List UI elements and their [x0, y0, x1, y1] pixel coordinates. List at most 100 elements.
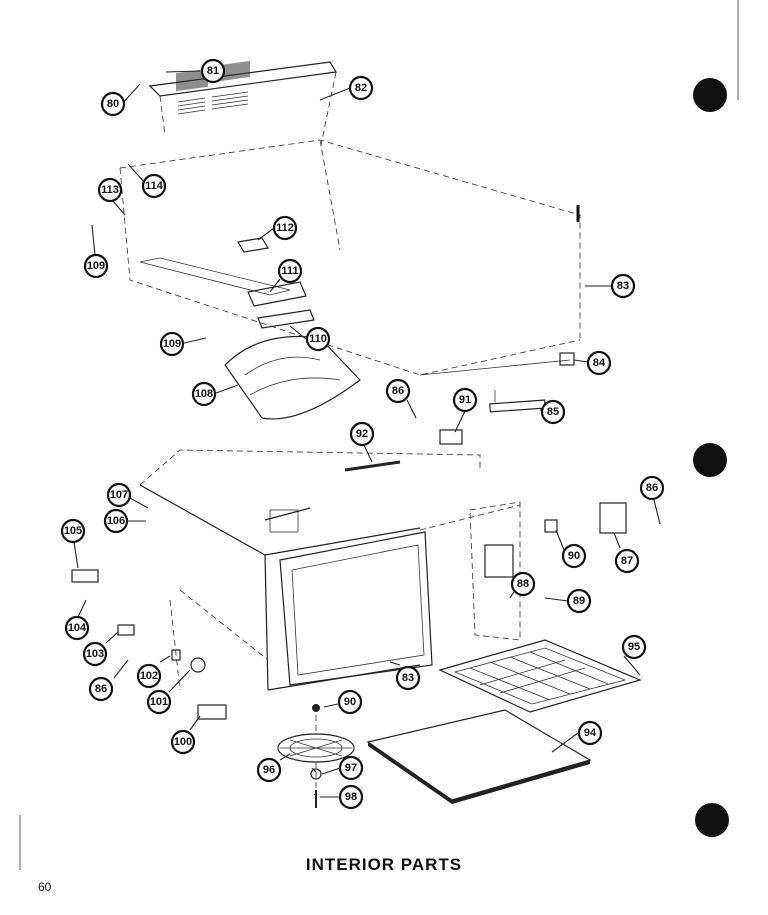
callout-label: 97 — [345, 762, 357, 774]
page-title: INTERIOR PARTS — [305, 855, 463, 874]
callout-label: 86 — [95, 683, 107, 695]
callout-109-lower: 109 — [159, 331, 185, 357]
binder-hole-middle — [693, 443, 727, 477]
callout-103: 103 — [82, 641, 108, 667]
knob-101 — [190, 657, 206, 673]
callout-label: 81 — [207, 65, 219, 77]
relay-87 — [599, 502, 627, 534]
callout-83-upper: 83 — [610, 273, 636, 299]
callout-label: 108 — [195, 388, 213, 400]
callout-label: 107 — [110, 489, 128, 501]
callout-label: 92 — [356, 428, 368, 440]
callout-111: 111 — [277, 258, 303, 284]
callout-label: 101 — [150, 696, 168, 708]
callout-label: 83 — [402, 672, 414, 684]
washer-97 — [310, 768, 322, 780]
callout-80: 80 — [100, 91, 126, 117]
extra-leaders — [320, 767, 341, 798]
callout-label: 96 — [263, 764, 275, 776]
callout-label: 105 — [64, 525, 82, 537]
callout-86-right: 86 — [639, 475, 665, 501]
callout-94: 94 — [577, 720, 603, 746]
callout-100: 100 — [170, 729, 196, 755]
binder-hole-bottom — [695, 803, 729, 837]
callout-label: 109 — [163, 338, 181, 350]
callout-label: 112 — [276, 222, 294, 234]
callout-101: 101 — [146, 689, 172, 715]
callout-88: 88 — [510, 571, 536, 597]
callout-105: 105 — [60, 518, 86, 544]
panel-89 — [469, 501, 521, 641]
binder-hole-top — [693, 78, 727, 112]
washer-90 — [312, 704, 320, 712]
callout-label: 110 — [309, 333, 327, 345]
callout-81: 81 — [200, 58, 226, 84]
bracket-105 — [71, 569, 99, 583]
strip-111 — [247, 281, 307, 307]
air-duct-108 — [224, 335, 361, 420]
bracket-112 — [237, 237, 269, 253]
leader-lines — [73, 70, 661, 797]
screw-102 — [171, 649, 181, 661]
callout-102: 102 — [136, 663, 162, 689]
callout-label: 89 — [573, 595, 585, 607]
callout-label: 113 — [101, 184, 119, 196]
callout-89: 89 — [566, 588, 592, 614]
callout-label: 102 — [140, 670, 158, 682]
oven-cavity — [139, 449, 521, 691]
callout-113: 113 — [97, 177, 123, 203]
callout-label: 83 — [617, 280, 629, 292]
bracket-91 — [439, 429, 463, 445]
glass-tray-edge — [368, 742, 590, 804]
callout-label: 106 — [107, 515, 125, 527]
callout-label: 111 — [281, 265, 298, 277]
callout-106: 106 — [103, 508, 129, 534]
clip-90 — [544, 519, 558, 533]
callout-114: 114 — [141, 173, 167, 199]
callout-label: 114 — [145, 180, 164, 192]
block-100 — [197, 704, 227, 720]
callout-86-upper: 86 — [385, 378, 411, 404]
callout-label: 84 — [593, 357, 606, 369]
callout-label: 103 — [86, 648, 104, 660]
callout-98: 98 — [338, 784, 364, 810]
callout-108: 108 — [191, 381, 217, 407]
callout-107: 107 — [106, 482, 132, 508]
callout-label: 85 — [547, 406, 559, 418]
callout-90-right: 90 — [561, 543, 587, 569]
switch-84 — [559, 352, 575, 366]
top-vent-panel — [148, 60, 337, 151]
callout-label: 86 — [646, 482, 658, 494]
callout-label: 104 — [68, 622, 87, 634]
outer-wrapper-cover — [119, 139, 581, 376]
callout-label: 88 — [517, 578, 529, 590]
callout-90-lower: 90 — [337, 689, 363, 715]
callout-84: 84 — [586, 350, 612, 376]
callout-85: 85 — [540, 399, 566, 425]
callout-label: 80 — [107, 98, 119, 110]
page-number: 60 — [38, 880, 52, 894]
callout-91: 91 — [452, 387, 478, 413]
relay-88 — [484, 544, 514, 578]
callout-83-lower: 83 — [395, 665, 421, 691]
callout-label: 91 — [459, 394, 471, 406]
callout-82: 82 — [348, 75, 374, 101]
callout-104: 104 — [64, 615, 90, 641]
clip-103 — [117, 624, 135, 636]
callout-112: 112 — [272, 215, 298, 241]
callout-92: 92 — [349, 421, 375, 447]
strip-110 — [257, 309, 315, 329]
callout-label: 90 — [344, 696, 356, 708]
heater-strip-85 — [489, 390, 546, 413]
callout-label: 82 — [355, 82, 367, 94]
callout-label: 100 — [174, 736, 192, 748]
callout-110: 110 — [305, 326, 331, 352]
callout-label: 109 — [87, 260, 105, 272]
stirrer-fan-96 — [277, 715, 355, 800]
rod-92 — [344, 460, 401, 472]
callout-87: 87 — [614, 548, 640, 574]
callout-109-upper: 109 — [83, 253, 109, 279]
callout-label: 90 — [568, 550, 580, 562]
callout-label: 87 — [621, 555, 633, 567]
